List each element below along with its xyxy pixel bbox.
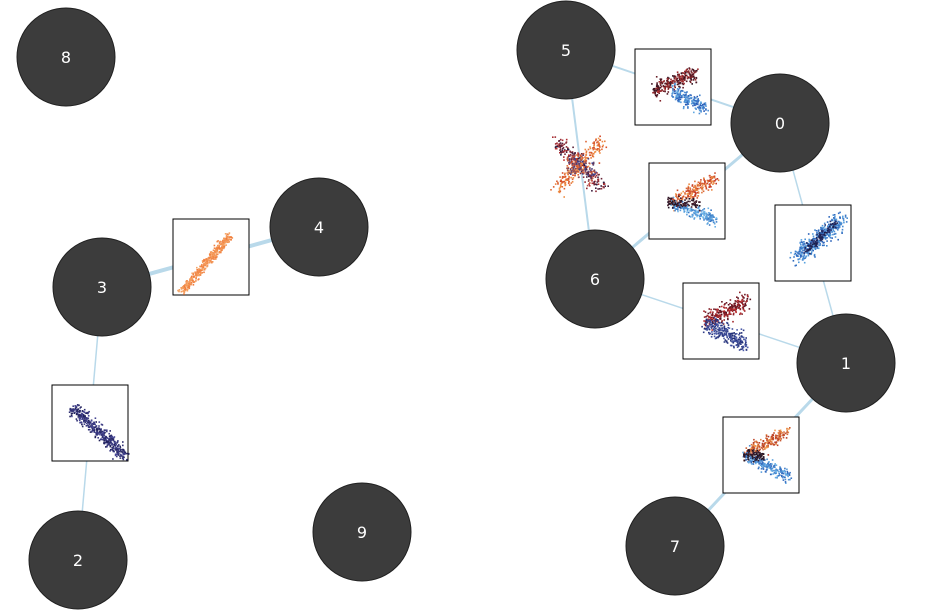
node-circle — [796, 313, 896, 413]
node-1[interactable]: 1 — [796, 313, 896, 413]
node-label: 8 — [61, 48, 71, 67]
edge-plot-1-7 — [722, 416, 800, 494]
node-label: 5 — [561, 41, 571, 60]
edge-plot-6-0 — [648, 162, 726, 240]
node-circle — [545, 229, 645, 329]
edge-plot-5-0 — [634, 48, 712, 126]
node-3[interactable]: 3 — [52, 237, 152, 337]
edge-plot-6-1 — [682, 282, 760, 360]
node-label: 0 — [775, 114, 785, 133]
nodes-layer: 0 1 2 3 4 5 6 7 8 9 — [16, 0, 896, 610]
edge-plot-3-2 — [51, 384, 130, 462]
node-label: 4 — [314, 218, 324, 237]
node-circle — [516, 0, 616, 100]
node-0[interactable]: 0 — [730, 73, 830, 173]
node-label: 2 — [73, 551, 83, 570]
node-label: 1 — [841, 354, 851, 373]
edge-plot-3-4 — [172, 218, 250, 296]
thumbnails-layer — [51, 48, 852, 494]
node-circle — [730, 73, 830, 173]
node-circle — [52, 237, 152, 337]
node-2[interactable]: 2 — [28, 510, 128, 610]
node-circle — [269, 177, 369, 277]
node-label: 9 — [357, 523, 367, 542]
node-5[interactable]: 5 — [516, 0, 616, 100]
node-label: 7 — [670, 537, 680, 556]
node-9[interactable]: 9 — [312, 482, 412, 582]
node-circle — [625, 496, 725, 596]
plot-frame — [682, 282, 760, 360]
node-circle — [312, 482, 412, 582]
node-7[interactable]: 7 — [625, 496, 725, 596]
node-6[interactable]: 6 — [545, 229, 645, 329]
node-4[interactable]: 4 — [269, 177, 369, 277]
node-8[interactable]: 8 — [16, 7, 116, 107]
node-label: 3 — [97, 278, 107, 297]
edge-plot-0-1 — [774, 204, 852, 282]
node-circle — [16, 7, 116, 107]
plot-frame — [648, 162, 726, 240]
node-circle — [28, 510, 128, 610]
node-label: 6 — [590, 270, 600, 289]
edge-plot-5-6 — [550, 135, 609, 198]
